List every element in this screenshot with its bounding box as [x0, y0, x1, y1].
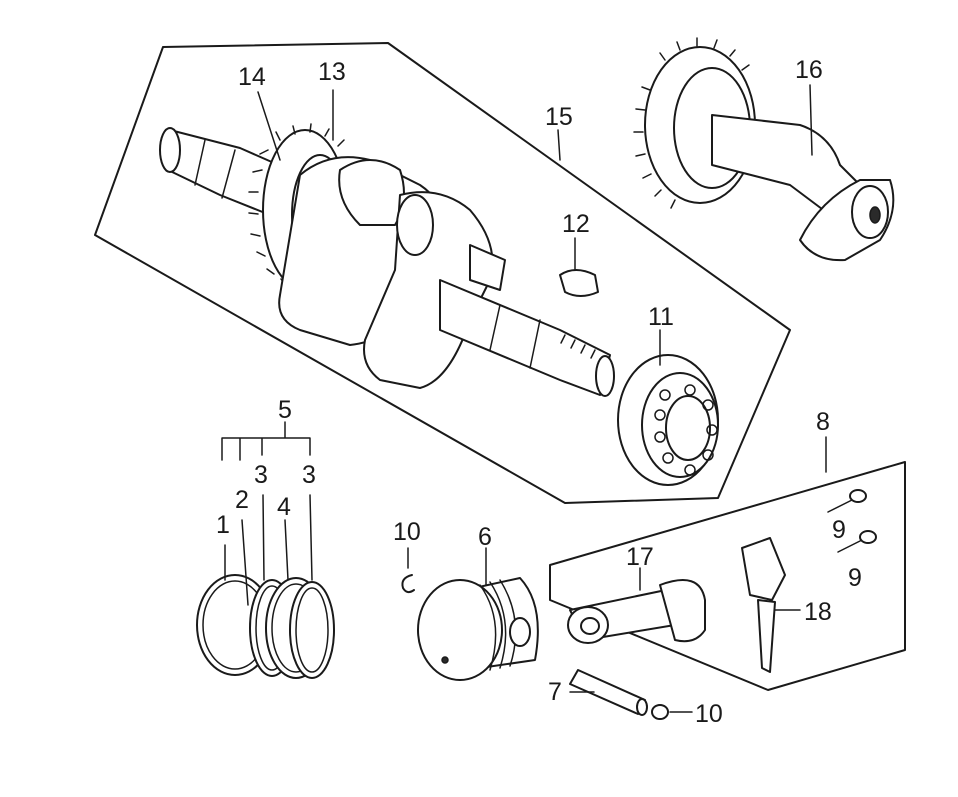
- callout-3-right: 3: [302, 461, 316, 489]
- crankshaft: [159, 123, 615, 397]
- rod-cap-with-dipper: [741, 537, 801, 673]
- callout-10-upper: 10: [393, 518, 421, 546]
- callout-2: 2: [235, 486, 249, 514]
- callout-5: 5: [278, 396, 292, 424]
- connecting-rod: [567, 567, 706, 644]
- callout-1: 1: [216, 511, 230, 539]
- callout-leaders-upper: [257, 84, 813, 366]
- rod-bolt-upper: [827, 489, 867, 513]
- callout-13: 13: [318, 58, 346, 86]
- rod-bolt-lower: [837, 530, 877, 553]
- callout-14: 14: [238, 63, 266, 91]
- callout-6: 6: [478, 523, 492, 551]
- ball-bearing: [617, 354, 719, 486]
- callout-3-left: 3: [254, 461, 268, 489]
- piston-pin: [569, 669, 648, 716]
- callout-11: 11: [648, 303, 674, 331]
- camshaft: [633, 37, 895, 262]
- crankshaft-group-outline: [94, 42, 791, 504]
- callout-9-upper: 9: [832, 516, 846, 544]
- callout-16: 16: [795, 56, 823, 84]
- piston-ring-set: [196, 574, 335, 679]
- callout-labels: 14 13 15 16 12 11 5 3 2 3 4 1 10 6 8 9 9…: [216, 56, 862, 728]
- callout-18: 18: [804, 598, 832, 626]
- circlip-upper: [401, 574, 415, 594]
- piston: [417, 547, 539, 681]
- ring-callout-bracket: [221, 421, 311, 461]
- callout-12: 12: [562, 210, 590, 238]
- callout-15: 15: [545, 103, 573, 131]
- circlip-lower: [651, 704, 669, 720]
- callout-4: 4: [277, 493, 291, 521]
- callout-9-lower: 9: [848, 564, 862, 592]
- callout-17: 17: [626, 543, 654, 571]
- callout-7: 7: [548, 678, 562, 706]
- callout-8: 8: [816, 408, 830, 436]
- callout-10-lower: 10: [695, 700, 723, 728]
- connecting-rod-group-outline: [549, 461, 906, 691]
- woodruff-key: [559, 269, 599, 297]
- ring-callout-leaders: [224, 494, 313, 606]
